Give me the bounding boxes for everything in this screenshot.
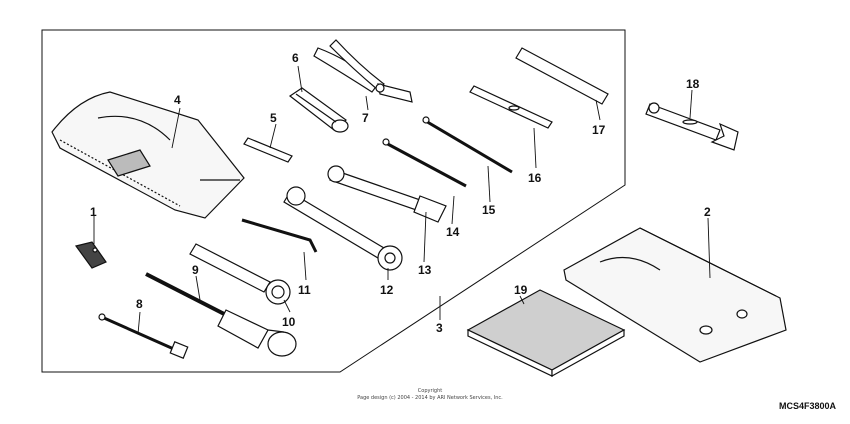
callout-8: 8 xyxy=(136,297,143,311)
screwdriver-shaft-illustration xyxy=(382,138,467,188)
diagram-code: MCS4F3800A xyxy=(778,401,836,411)
flat-wrench-illustration xyxy=(469,85,553,129)
leader-lines xyxy=(93,65,711,335)
bit-illustration xyxy=(243,137,293,163)
callout-14: 14 xyxy=(446,225,460,239)
callout-19: 19 xyxy=(514,283,528,297)
callout-10: 10 xyxy=(282,315,296,329)
callout-15: 15 xyxy=(482,203,496,217)
callout-3: 3 xyxy=(436,321,443,335)
callout-16: 16 xyxy=(528,171,542,185)
spark-plug-wrench-illustration xyxy=(145,272,297,357)
copyright-title: Copyright xyxy=(417,388,443,394)
box-wrench-illustration xyxy=(189,243,291,305)
callout-6: 6 xyxy=(292,51,299,65)
callout-9: 9 xyxy=(192,263,199,277)
callout-18: 18 xyxy=(686,77,700,91)
screwdriver-illustration xyxy=(422,116,513,174)
manual-book-illustration xyxy=(466,289,626,378)
clip-illustration xyxy=(74,241,107,269)
callout-12: 12 xyxy=(380,283,394,297)
callout-13: 13 xyxy=(418,263,432,277)
wrench-illustration xyxy=(283,186,403,271)
screwdriver-handle-illustration xyxy=(288,87,349,133)
hex-key-illustration xyxy=(241,218,318,253)
callout-17: 17 xyxy=(592,123,606,137)
callout-11: 11 xyxy=(298,283,311,297)
callout-4: 4 xyxy=(174,93,181,107)
pliers-illustration xyxy=(313,39,413,103)
handle-bar-illustration xyxy=(515,47,609,105)
bolt-illustration xyxy=(98,313,189,359)
pouch-illustration xyxy=(563,227,787,363)
ring-wrench-illustration xyxy=(327,165,447,223)
callout-5: 5 xyxy=(270,111,277,125)
callout-2: 2 xyxy=(704,205,711,219)
tool-bag-illustration xyxy=(51,91,245,219)
callout-1: 1 xyxy=(90,205,97,219)
open-end-wrench-illustration xyxy=(645,102,739,151)
kit-boundary xyxy=(41,29,626,373)
callout-7: 7 xyxy=(362,111,369,125)
copyright-notice: Page design (c) 2004 - 2014 by ARI Netwo… xyxy=(357,395,503,401)
